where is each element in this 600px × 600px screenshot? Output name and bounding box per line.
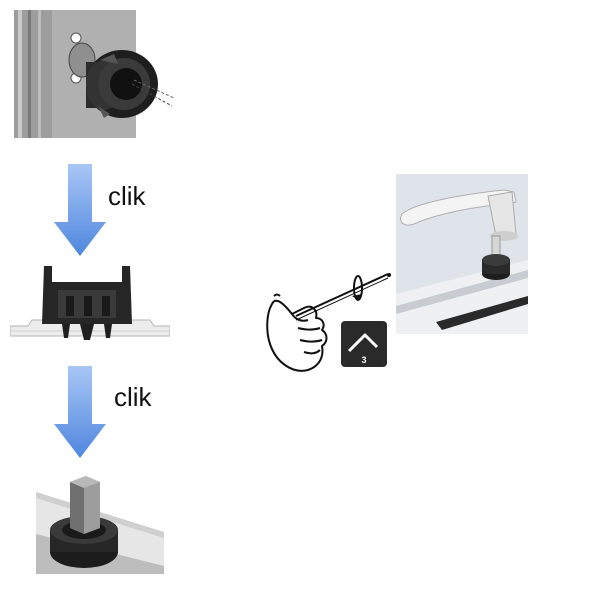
hand-icon xyxy=(266,293,328,372)
panel-hand-screwdriver xyxy=(262,270,394,378)
hex-size-label: 3 xyxy=(361,355,366,365)
down-arrow-icon-2 xyxy=(54,366,106,458)
rosette-part xyxy=(86,50,158,118)
hex-key-badge: 3 xyxy=(341,321,387,367)
handle-mounting-illustration xyxy=(396,174,528,334)
panel-clip-profile xyxy=(10,262,170,346)
clip-profile-illustration xyxy=(10,266,170,340)
rotate-arrow-icon xyxy=(352,294,362,300)
panel-handle-mounting xyxy=(396,174,528,334)
clip-part xyxy=(42,266,132,340)
square-spindle xyxy=(70,476,100,534)
hex-key-icon xyxy=(347,333,379,353)
step2-label: clik xyxy=(114,382,152,412)
down-arrow-icon xyxy=(54,164,106,256)
panel-spindle-mounted xyxy=(36,474,164,574)
spindle-mounted-illustration xyxy=(36,476,164,574)
step1-label: clik xyxy=(108,181,146,211)
hand-screwdriver-illustration xyxy=(266,273,391,372)
panel-rosette-mounting xyxy=(14,10,174,138)
rosette-mounting-illustration xyxy=(14,10,174,138)
handle-lever xyxy=(400,189,518,241)
